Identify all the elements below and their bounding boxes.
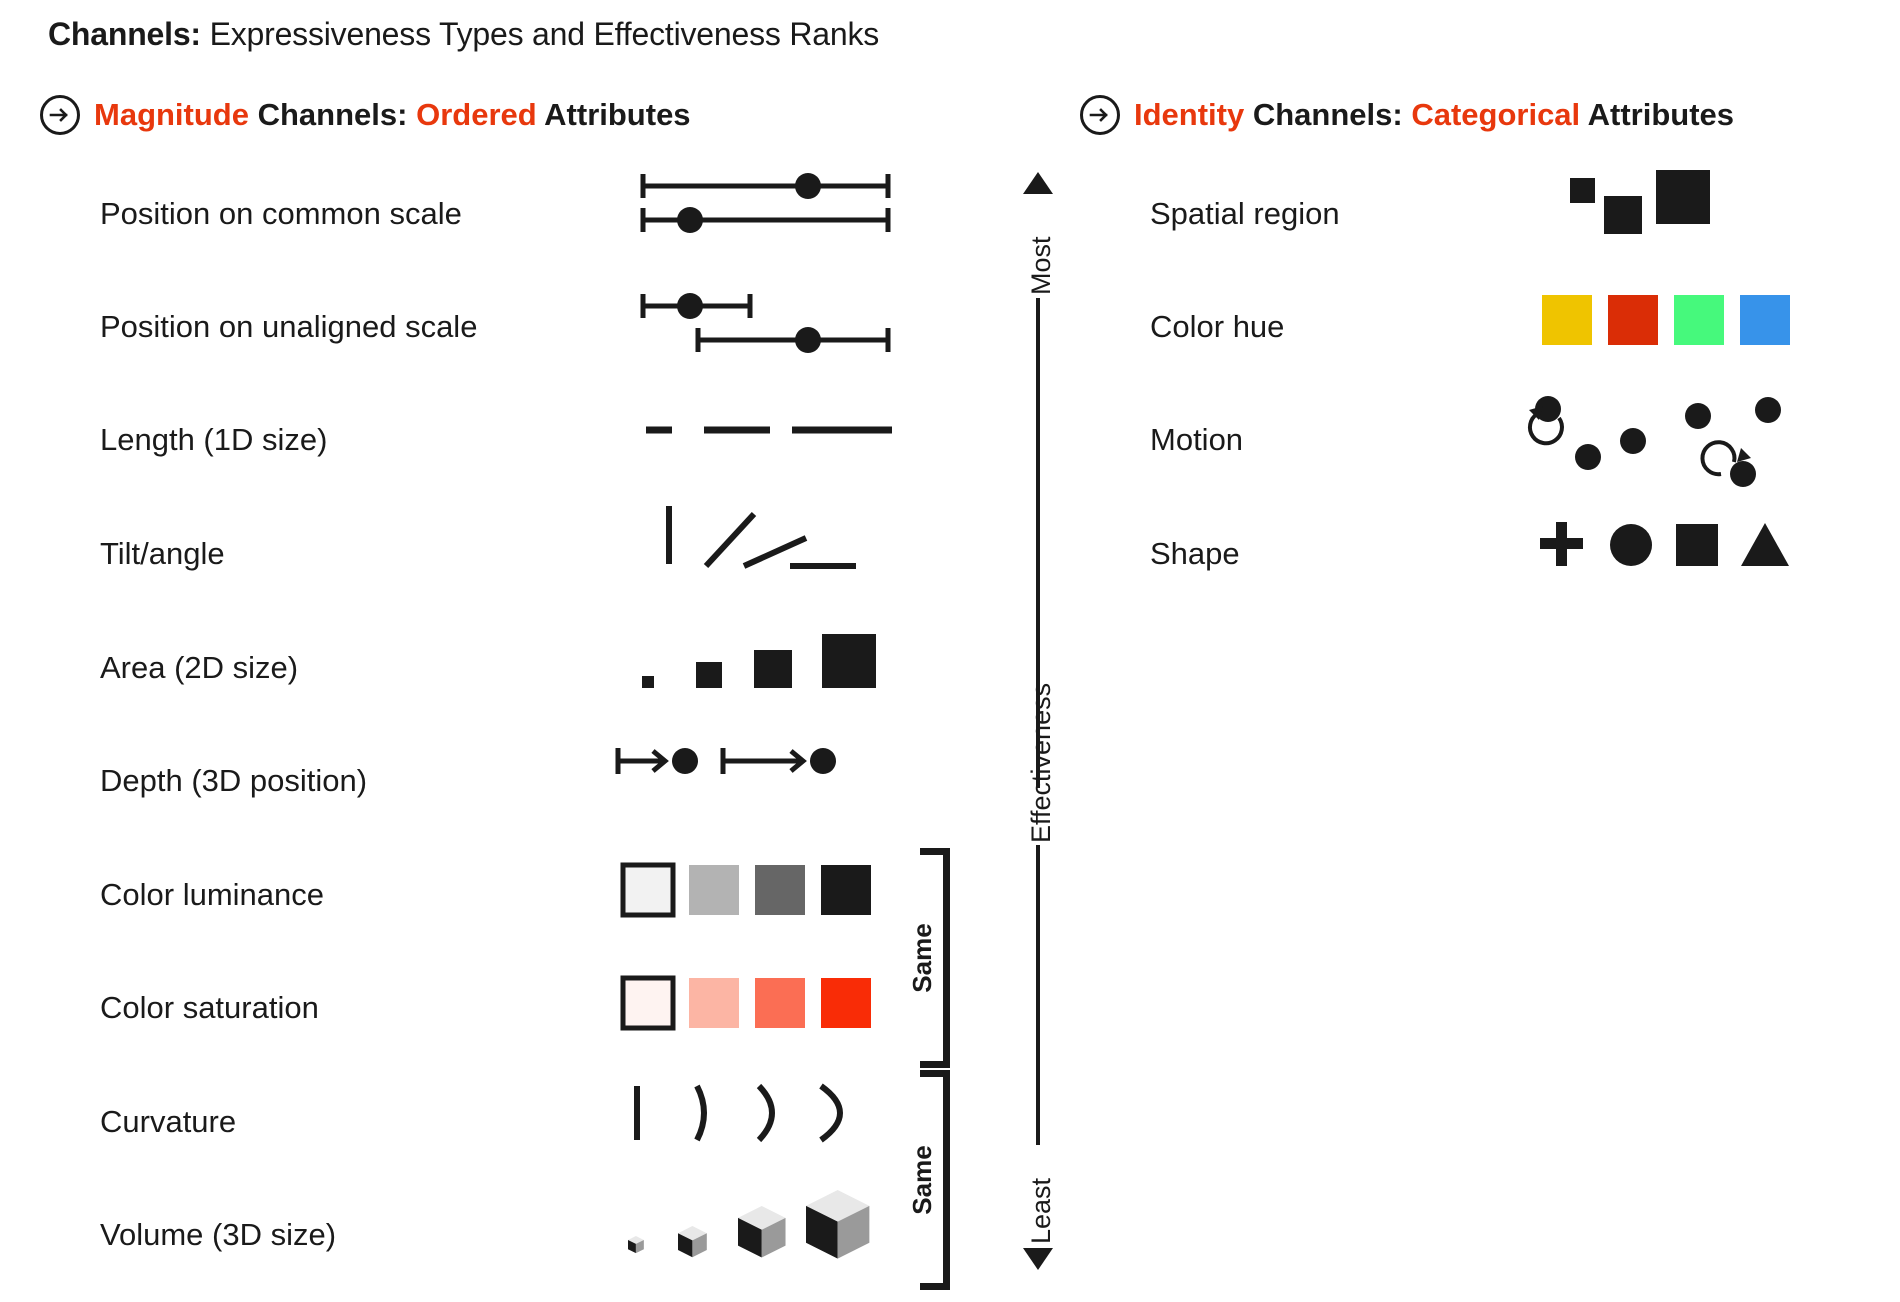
row-label-spatial-region: Spatial region bbox=[1150, 196, 1340, 231]
glyph-area-squares bbox=[630, 630, 890, 696]
axis-label-effectiveness: Effectiveness bbox=[1026, 682, 1056, 843]
section-header-identity-text: Identity Channels: Categorical Attribute… bbox=[1134, 97, 1734, 133]
glyph-depth-arrows bbox=[615, 740, 895, 784]
row-label-depth: Depth (3D position) bbox=[100, 763, 368, 798]
identity-word-1: Identity bbox=[1134, 97, 1245, 132]
glyph-tilt-lines bbox=[660, 500, 860, 580]
axis-line-upper bbox=[1036, 298, 1040, 788]
identity-word-4: Attributes bbox=[1580, 97, 1735, 132]
triangle-up-icon bbox=[1023, 172, 1053, 194]
glyph-hue-swatches bbox=[1540, 292, 1800, 348]
identity-word-2: Channels: bbox=[1244, 97, 1412, 132]
axis-label-least: Least bbox=[1026, 1177, 1056, 1244]
row-label-volume: Volume (3D size) bbox=[100, 1217, 337, 1252]
page-title-bold: Channels: bbox=[48, 16, 201, 52]
glyph-volume-cubes bbox=[620, 1190, 890, 1260]
glyph-luminance-swatches bbox=[620, 862, 890, 918]
glyph-motion-dots bbox=[1525, 392, 1795, 502]
bracket-same-curvature-volume: Same bbox=[900, 1070, 950, 1290]
bracket-same-color-label: Same bbox=[907, 923, 937, 993]
row-label-color-luminance: Color luminance bbox=[100, 877, 324, 912]
page-title: Channels: Expressiveness Types and Effec… bbox=[48, 16, 879, 53]
row-label-length: Length (1D size) bbox=[100, 422, 328, 457]
identity-word-3: Categorical bbox=[1411, 97, 1581, 132]
glyph-length-bars bbox=[640, 418, 900, 448]
arrow-right-circle-icon bbox=[1080, 95, 1120, 135]
glyph-shape-glyphs bbox=[1540, 518, 1800, 574]
row-label-position-common-scale: Position on common scale bbox=[100, 196, 462, 231]
row-label-tilt-angle: Tilt/angle bbox=[100, 536, 225, 571]
glyph-spatial-region-squares bbox=[1560, 170, 1760, 250]
magnitude-word-1: Magnitude bbox=[94, 97, 249, 132]
row-label-color-saturation: Color saturation bbox=[100, 990, 319, 1025]
bracket-same-curvature-volume-label: Same bbox=[907, 1145, 937, 1215]
section-header-magnitude: Magnitude Channels: Ordered Attributes bbox=[40, 95, 691, 135]
magnitude-word-3: Ordered bbox=[416, 97, 537, 132]
magnitude-word-2: Channels: bbox=[249, 97, 417, 132]
axis-label-most: Most bbox=[1026, 236, 1056, 295]
arrow-right-circle-icon bbox=[40, 95, 80, 135]
glyph-position-common-scale bbox=[640, 172, 900, 242]
row-label-shape: Shape bbox=[1150, 536, 1240, 571]
glyph-curvature-arcs bbox=[625, 1080, 885, 1150]
section-header-identity: Identity Channels: Categorical Attribute… bbox=[1080, 95, 1734, 135]
triangle-down-icon bbox=[1023, 1248, 1053, 1270]
page-title-rest: Expressiveness Types and Effectiveness R… bbox=[200, 16, 880, 52]
axis-line-lower bbox=[1036, 845, 1040, 1145]
section-header-magnitude-text: Magnitude Channels: Ordered Attributes bbox=[94, 97, 691, 133]
magnitude-word-4: Attributes bbox=[536, 97, 691, 132]
bracket-same-color: Same bbox=[900, 848, 950, 1068]
row-label-area: Area (2D size) bbox=[100, 650, 299, 685]
glyph-position-unaligned-scale bbox=[640, 292, 900, 362]
glyph-saturation-swatches bbox=[620, 975, 890, 1031]
row-label-motion: Motion bbox=[1150, 422, 1244, 457]
row-label-curvature: Curvature bbox=[100, 1104, 237, 1139]
row-label-position-unaligned-scale: Position on unaligned scale bbox=[100, 309, 478, 344]
row-label-color-hue: Color hue bbox=[1150, 309, 1285, 344]
